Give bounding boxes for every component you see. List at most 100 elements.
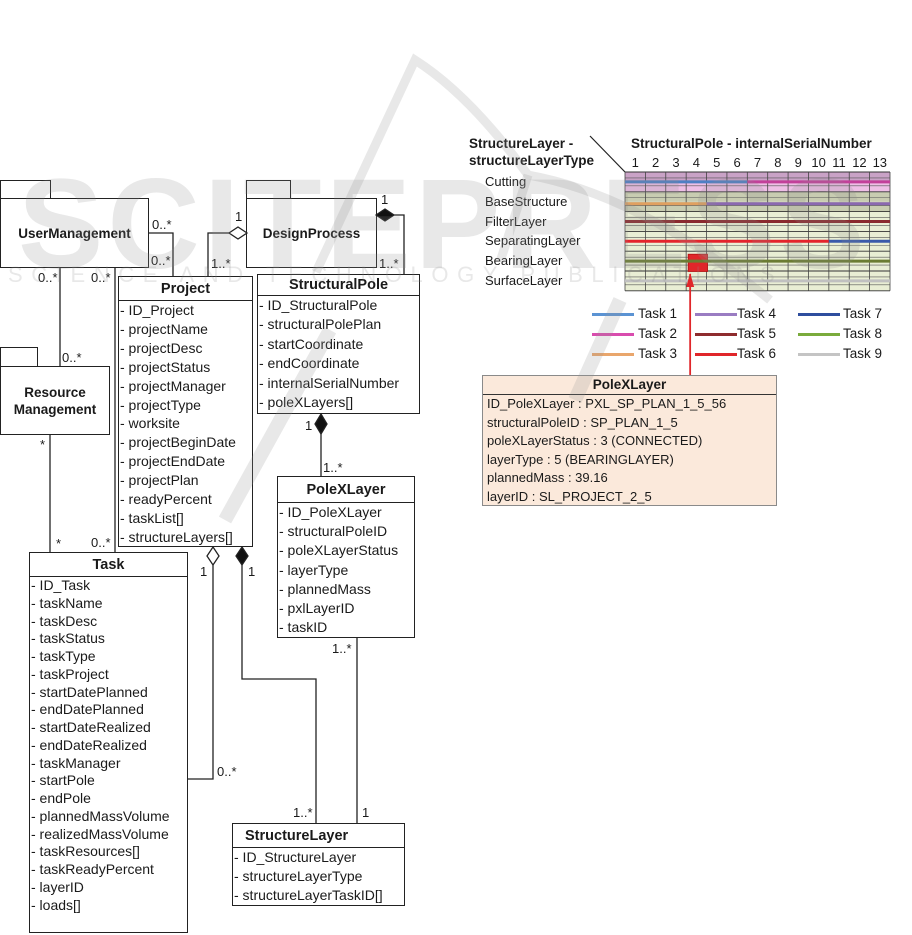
row-band-bottom [625, 181, 890, 192]
multiplicity-label: 0..* [217, 764, 237, 779]
detail-row: layerType : 5 (BEARINGLAYER) [487, 451, 674, 467]
multiplicity-label: 1..* [293, 805, 313, 820]
row-band-top [625, 191, 890, 202]
row-band-bottom [625, 241, 890, 252]
attribute: - ID_Project [120, 302, 194, 318]
attribute: - taskDesc [31, 612, 98, 629]
attribute: - layerID [31, 878, 84, 895]
column-number: 10 [811, 155, 825, 170]
attribute: - ID_Task [31, 577, 91, 593]
multiplicity-label: * [56, 536, 62, 551]
attribute-list: - ID_StructureLayer- structureLayerType-… [233, 848, 404, 905]
attribute: - endDatePlanned [31, 701, 144, 718]
row-label: Cutting [485, 173, 527, 189]
attribute: - projectManager [120, 377, 226, 394]
multiplicity-label: 0..* [151, 253, 171, 268]
row-label: SeparatingLayer [485, 233, 581, 249]
attribute: - projectEndDate [120, 453, 226, 470]
legend-label: Task 1 [638, 306, 678, 321]
package-resourcemanagement: Resource Management [0, 366, 110, 435]
class-name: PoleXLayer [278, 477, 414, 503]
attribute-list: - ID_Project- projectName- projectDesc- … [119, 301, 252, 547]
attribute: - taskResources[] [31, 843, 140, 860]
column-number: 13 [873, 155, 887, 170]
legend-swatch [592, 332, 634, 336]
legend-label: Task 5 [737, 326, 777, 341]
legend-swatch [798, 312, 840, 316]
attribute: - ID_PoleXLayer [279, 504, 382, 520]
legend-swatch [798, 352, 840, 356]
attribute: - plannedMass [279, 580, 371, 597]
attribute: - endDateRealized [31, 736, 147, 753]
legend-label: Task 7 [843, 306, 883, 321]
attribute: - taskList[] [120, 509, 184, 526]
attribute: - taskName [31, 594, 103, 611]
column-number: 5 [713, 155, 720, 170]
legend-label: Task 4 [737, 306, 777, 321]
attribute: - taskStatus [31, 630, 105, 647]
aggregation-line-designprocess-project [207, 232, 229, 276]
attribute: - startDatePlanned [31, 683, 148, 700]
column-number: 6 [733, 155, 740, 170]
multiplicity-label: 1 [248, 564, 256, 579]
multiplicity-label: 1..* [332, 641, 352, 656]
legend-swatch [798, 332, 840, 336]
grid-column-title: StructuralPole - internalSerialNumber [631, 136, 872, 151]
class-project: Project - ID_Project- projectName- proje… [118, 276, 253, 547]
legend-label: Task 2 [638, 326, 678, 341]
multiplicity-label: 0..* [62, 350, 82, 365]
row-label: BaseStructure [485, 193, 568, 209]
attribute: - taskID [279, 619, 328, 636]
row-band-top [625, 231, 890, 242]
attribute: - structuralPoleID [279, 523, 388, 540]
row-band-top [625, 211, 890, 222]
detail-row: layerID : SL_PROJECT_2_5 [487, 488, 652, 504]
column-number: 7 [754, 155, 761, 170]
multiplicity-label: 1 [381, 192, 389, 207]
attribute: - endPole [31, 790, 91, 806]
attribute: - pxlLayerID [279, 600, 355, 617]
attribute: - ID_StructuralPole [259, 297, 378, 313]
class-task: Task - ID_Task- taskName- taskDesc- task… [29, 552, 188, 933]
legend-swatch [592, 312, 634, 316]
attribute: - poleXLayers[] [259, 394, 354, 411]
attribute: - structureLayers[] [120, 528, 233, 545]
multiplicity-label: 1..* [379, 256, 399, 271]
multiplicity-label: 1 [235, 209, 243, 224]
legend-label: Task 8 [843, 326, 883, 341]
multiplicity-label: 1..* [211, 256, 231, 271]
grid-corner-title-line1: StructureLayer - [469, 136, 574, 151]
class-name: StructureLayer [233, 824, 404, 848]
detail-row: plannedMass : 39.16 [487, 470, 608, 485]
attribute: - ID_StructureLayer [234, 849, 357, 865]
package-label-line2: Management [13, 401, 97, 417]
attribute: - structureLayerTaskID[] [234, 887, 383, 903]
attribute: - projectStatus [120, 358, 211, 375]
class-name: Task [30, 553, 187, 577]
legend-label: Task 3 [638, 346, 678, 361]
multiplicity-label: 1..* [323, 460, 343, 475]
attribute: - projectType [120, 396, 201, 413]
row-label: FilterLayer [485, 213, 547, 229]
package-label: UserManagement [18, 225, 131, 241]
column-number: 11 [832, 155, 846, 170]
attribute: - taskReadyPercent [31, 861, 154, 877]
class-structurelayer: StructureLayer - ID_StructureLayer- stru… [232, 823, 405, 906]
attribute: - taskManager [31, 754, 121, 771]
detail-title: PoleXLayer [483, 376, 776, 395]
multiplicity-label: 1 [305, 418, 313, 433]
class-structuralpole: StructuralPole - ID_StructuralPole- stru… [257, 274, 420, 414]
multiplicity-label: 0..* [152, 217, 172, 232]
attribute: - worksite [120, 415, 180, 432]
attribute: - endCoordinate [259, 355, 360, 372]
legend-swatch [695, 332, 737, 336]
attribute: - startCoordinate [259, 335, 364, 352]
attribute: - internalSerialNumber [259, 374, 400, 391]
legend-swatch [695, 352, 737, 356]
multiplicity-label: 0..* [91, 270, 111, 285]
composition-line-project-structurelayer [241, 565, 317, 823]
column-number: 2 [652, 155, 659, 170]
